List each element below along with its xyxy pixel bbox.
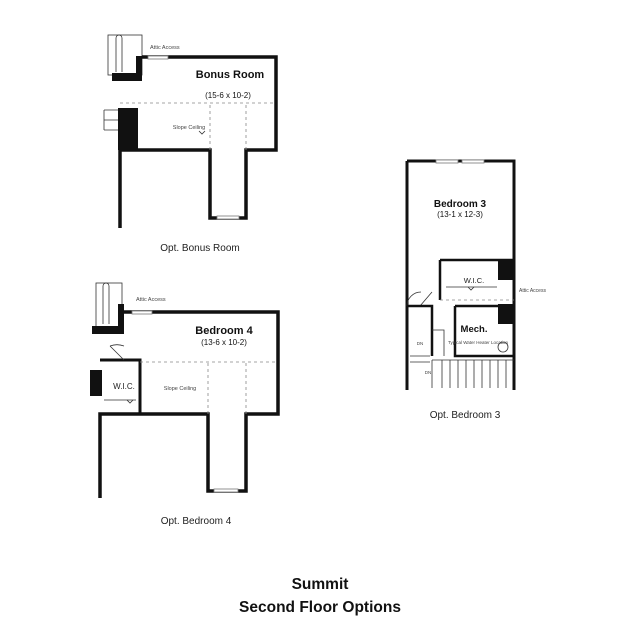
bed4-rail-detail — [102, 282, 110, 324]
bed3-window-left — [435, 159, 459, 164]
bed4-slope-verticals — [207, 362, 247, 414]
footer-subtitle: Second Floor Options — [239, 599, 401, 616]
bed4-caption: Opt. Bedroom 4 — [161, 516, 232, 527]
bed3-attic-label: Attic Access — [519, 288, 546, 294]
mech-room-label: Mech. — [461, 324, 488, 335]
bed4-window-bottom — [213, 488, 239, 493]
bed3-stair-rail — [410, 355, 430, 363]
bonus-railing — [103, 109, 118, 131]
bedroom3-name: Bedroom 3 — [434, 199, 487, 210]
bed4-door-swing — [109, 344, 125, 361]
bonus-room-outline — [118, 55, 278, 228]
bed3-stairs — [431, 359, 514, 388]
bonus-room-name: Bonus Room — [196, 69, 265, 81]
bedroom4-plan: Attic Access Bedroom 4 (13-6 x 10-2) W.I… — [90, 282, 280, 527]
bonus-wall-stub — [112, 73, 142, 81]
bed4-wic-arrow — [126, 399, 134, 404]
bonus-window-top — [147, 55, 169, 60]
bed3-wic-label: W.I.C. — [464, 276, 484, 285]
water-heater-label: Typical Water Heater Location — [448, 340, 509, 345]
bonus-attic-label: Attic Access — [150, 45, 180, 51]
bed4-attic-label: Attic Access — [136, 297, 166, 303]
bed3-wic-arrow — [467, 286, 475, 291]
water-heater-icon — [497, 341, 509, 353]
bed4-wic-label: W.I.C. — [113, 382, 135, 391]
bed4-window-top — [131, 310, 153, 315]
bonus-left-wall-block — [118, 108, 138, 150]
bonus-slope-verticals — [209, 103, 247, 150]
bedroom4-name: Bedroom 4 — [195, 325, 253, 337]
bonus-slope-arrow — [198, 130, 206, 135]
bedroom4-outline — [98, 310, 280, 498]
bedroom3-dimensions: (13-1 x 12-3) — [437, 210, 483, 219]
bonus-caption: Opt. Bonus Room — [160, 243, 239, 254]
bed3-mech-door — [432, 329, 445, 356]
bed3-mech-block — [498, 304, 514, 324]
bed3-dn-label-lower: DN — [425, 370, 432, 375]
bed4-wall-post — [118, 304, 124, 334]
footer-title: Summit — [292, 576, 349, 593]
bed4-slope-label: Slope Ceiling — [164, 386, 196, 392]
bed4-wall-stub — [92, 326, 122, 334]
bed4-wic-wall — [100, 358, 142, 414]
bed3-wic-block — [498, 260, 514, 280]
bonus-wall-post — [136, 56, 142, 81]
bedroom4-dimensions: (13-6 x 10-2) — [201, 338, 247, 347]
bonus-window-bottom — [216, 215, 240, 220]
bonus-room-plan: Attic Access Bonus Room (15-6 x 10-2) Sl… — [103, 34, 278, 254]
bonus-room-dimensions: (15-6 x 10-2) — [205, 91, 251, 100]
bed3-door-swing — [406, 291, 433, 307]
bed3-mech-wall — [407, 304, 516, 358]
bed3-dn-label-upper: DN — [417, 341, 424, 346]
bonus-slope-label: Slope Ceiling — [173, 125, 205, 131]
bedroom3-plan: Bedroom 3 (13-1 x 12-3) W.I.C. Attic Acc… — [405, 159, 546, 421]
bed4-left-wall-block — [90, 370, 102, 396]
bed3-window-right — [461, 159, 485, 164]
bonus-rail-detail — [115, 34, 123, 72]
bed3-caption: Opt. Bedroom 3 — [430, 410, 501, 421]
